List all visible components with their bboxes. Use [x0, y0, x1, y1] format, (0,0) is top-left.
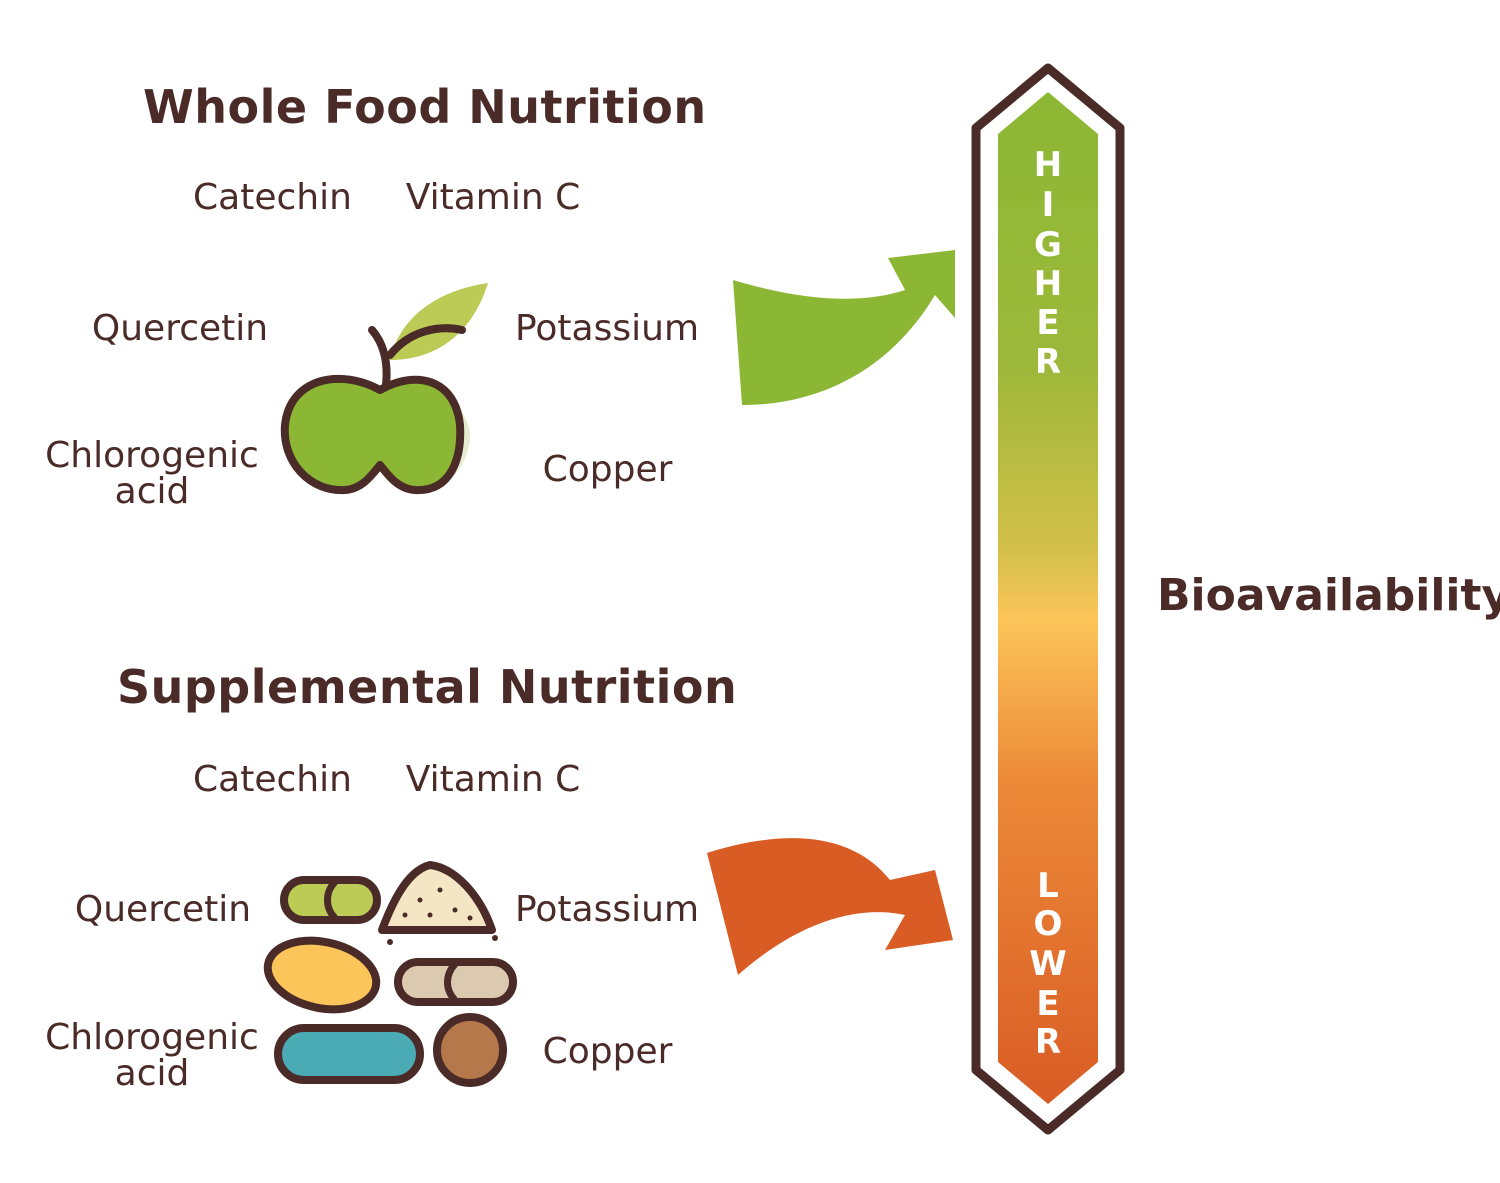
supplemental-nutrient-chlorogenic-acid: Chlorogenic acid — [45, 1017, 259, 1094]
bioavailability-gradient-bar — [998, 92, 1098, 1104]
supplemental-nutrient-quercetin: Quercetin — [74, 889, 252, 930]
whole-food-title: Whole Food Nutrition — [143, 80, 707, 134]
bar-higher-letter: H — [1033, 145, 1063, 185]
bar-higher-letter: E — [1036, 303, 1060, 343]
whole-food-nutrient-catechin: Catechin — [193, 177, 352, 218]
whole-food-nutrient-chlorogenic-acid: Chlorogenic acid — [45, 435, 259, 512]
bar-higher-letter: R — [1034, 342, 1062, 382]
bar-higher-letter: I — [1041, 185, 1055, 225]
bar-lower-letter: W — [1029, 944, 1067, 984]
supplemental-nutrient-catechin: Catechin — [193, 759, 352, 800]
supplemental-nutrient-potassium: Potassium — [514, 889, 700, 930]
higher-arrow-icon — [733, 250, 955, 405]
bar-lower-letter: E — [1036, 984, 1060, 1024]
lower-arrow-icon — [707, 838, 953, 975]
bar-lower-letter: L — [1037, 866, 1059, 906]
whole-food-nutrient-potassium: Potassium — [514, 308, 700, 349]
bioavailability-label: Bioavailability — [1157, 570, 1500, 621]
bar-outline — [971, 63, 1125, 1135]
bar-higher-letter: H — [1033, 264, 1063, 304]
whole-food-nutrient-copper: Copper — [542, 449, 673, 490]
supplemental-nutrient-vitamin-c: Vitamin C — [405, 759, 581, 800]
pills-icon — [263, 861, 517, 1087]
whole-food-nutrient-vitamin-c: Vitamin C — [405, 177, 581, 218]
apple-icon — [280, 283, 488, 495]
bar-lower-letter: O — [1033, 904, 1063, 944]
supplemental-nutrient-copper: Copper — [542, 1031, 673, 1072]
bar-higher-letter: G — [1034, 225, 1062, 265]
supplemental-title: Supplemental Nutrition — [117, 660, 738, 714]
whole-food-nutrient-quercetin: Quercetin — [91, 308, 269, 349]
bar-lower-letter: R — [1034, 1022, 1062, 1062]
